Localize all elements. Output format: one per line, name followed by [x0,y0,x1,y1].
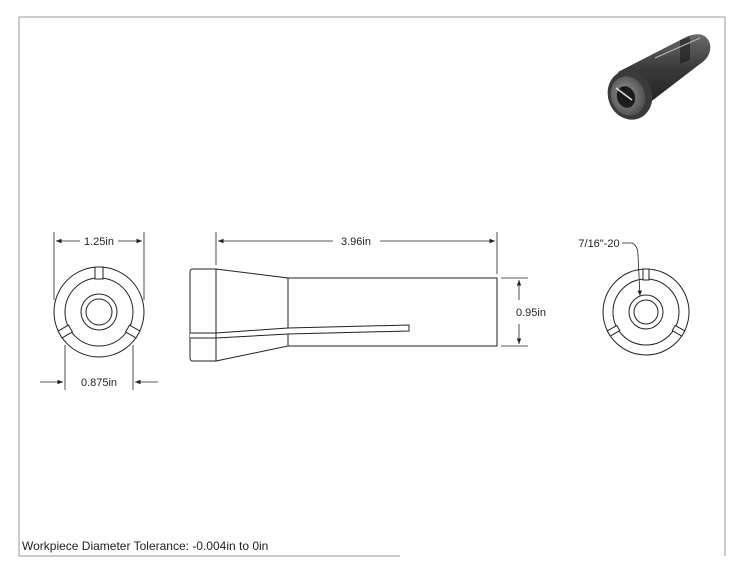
dim-label-outer-diameter: 1.25in [84,236,114,248]
dim-overall-length: 3.96in [215,232,498,274]
dim-end-inner: 0.875in [40,345,158,390]
dim-end-outer: 1.25in [53,232,145,300]
dim-body-diameter: 0.95in [501,277,546,347]
dim-label-body-diameter: 0.95in [516,307,546,319]
thread-callout: 7/16"-20 [578,238,642,297]
left-end-view [53,266,145,358]
dim-label-inner-diameter: 0.875in [81,377,117,389]
tolerance-note: Workpiece Diameter Tolerance: -0.004in t… [22,539,269,553]
isometric-render [607,34,711,120]
sheet-border [18,16,726,557]
side-view [189,268,498,362]
thread-callout-label: 7/16"-20 [578,238,619,250]
dim-label-length: 3.96in [341,236,371,248]
right-end-view [602,268,690,356]
